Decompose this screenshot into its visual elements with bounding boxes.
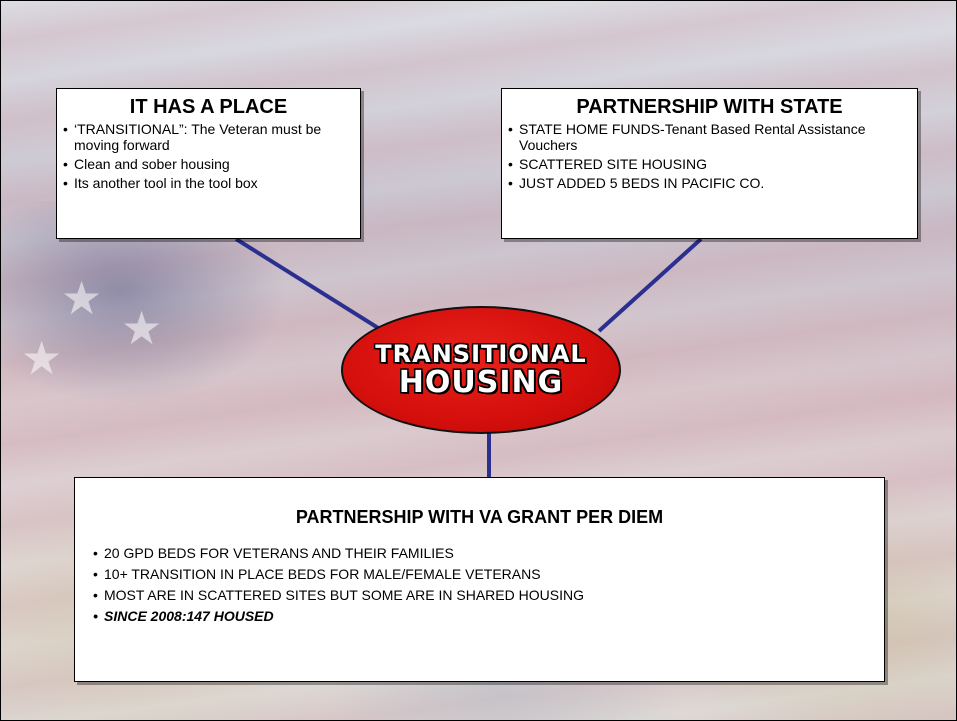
center-title-line2: HOUSING [398,364,564,400]
box-it-has-a-place: IT HAS A PLACE ‘TRANSITIONAL”: The Veter… [56,88,361,239]
list-item: ‘TRANSITIONAL”: The Veteran must be movi… [63,121,354,153]
center-title-line1: TRANSITIONAL [375,339,587,368]
center-ellipse: TRANSITIONAL HOUSING [341,306,621,434]
box-title: IT HAS A PLACE [129,96,288,118]
list-item: MOST ARE IN SCATTERED SITES BUT SOME ARE… [93,587,866,603]
list-item: SINCE 2008:147 HOUSED [93,608,866,624]
bullet-list: 20 GPD BEDS FOR VETERANS AND THEIR FAMIL… [93,545,866,624]
list-item: SCATTERED SITE HOUSING [508,156,911,172]
list-item: 10+ TRANSITION IN PLACE BEDS FOR MALE/FE… [93,566,866,582]
list-item: STATE HOME FUNDS-Tenant Based Rental Ass… [508,121,911,153]
bullet-list: STATE HOME FUNDS-Tenant Based Rental Ass… [508,121,911,191]
star-icon: ★ [61,272,103,324]
star-icon: ★ [21,332,63,384]
connector-left [234,237,393,338]
list-item: JUST ADDED 5 BEDS IN PACIFIC CO. [508,175,911,191]
box-partnership-with-state: PARTNERSHIP WITH STATE STATE HOME FUNDS-… [501,88,918,239]
star-icon: ★ [121,302,163,354]
box-title: PARTNERSHIP WITH STATE [576,96,843,118]
box-title: PARTNERSHIP WITH VA GRANT PER DIEM [295,507,664,527]
box-partnership-with-va: PARTNERSHIP WITH VA GRANT PER DIEM 20 GP… [74,477,885,682]
bullet-list: ‘TRANSITIONAL”: The Veteran must be movi… [63,121,354,191]
list-item: Its another tool in the tool box [63,175,354,191]
connector-right [597,237,703,333]
list-item: 20 GPD BEDS FOR VETERANS AND THEIR FAMIL… [93,545,866,561]
list-item: Clean and sober housing [63,156,354,172]
